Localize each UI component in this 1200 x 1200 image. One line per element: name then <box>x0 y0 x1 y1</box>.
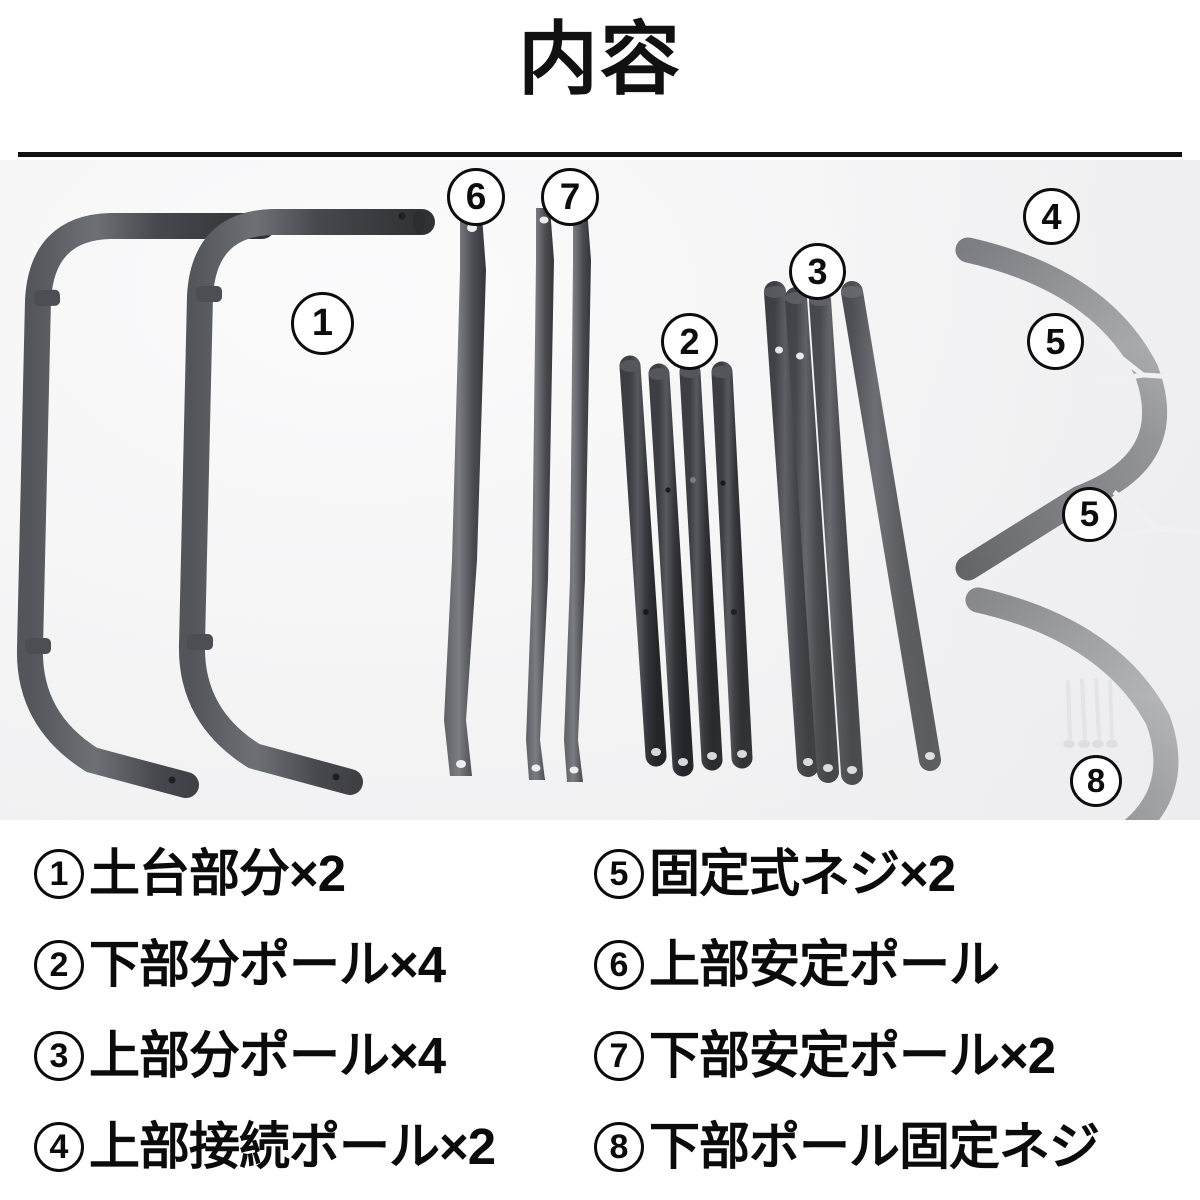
part-base-frame-left <box>16 213 275 798</box>
callout-marker-label: 5 <box>1079 494 1100 534</box>
legend-number-2: 2 <box>34 939 84 990</box>
legend-item-7: 7 下部安定ポール×2 <box>594 1030 1184 1081</box>
part-lower-pole <box>711 361 753 769</box>
legend-item-3: 3 上部分ポール×4 <box>34 1030 594 1081</box>
legend-item-1: 1 土台部分×2 <box>34 848 594 899</box>
part-upper-pole-group <box>764 281 941 785</box>
part-lower-stabilizer-bar-b <box>564 208 591 782</box>
legend-label-2: 下部分ポール×4 <box>89 936 446 993</box>
callout-marker-label: 6 <box>465 176 487 217</box>
callout-marker-6: 6 <box>447 168 505 226</box>
legend-item-5: 5 固定式ネジ×2 <box>594 848 1184 899</box>
legend-number-7: 7 <box>594 1030 644 1081</box>
part-base-frame-right <box>178 209 435 795</box>
callout-marker-label: 1 <box>311 302 334 344</box>
part-upper-pole <box>841 281 941 771</box>
legend-label-1: 土台部分×2 <box>89 845 346 902</box>
parts-illustration <box>16 208 1200 820</box>
part-lower-pole-group <box>619 355 753 777</box>
legend-label-5: 固定式ネジ×2 <box>649 845 956 902</box>
callout-marker-label: 3 <box>807 250 828 292</box>
callout-marker-1: 1 <box>291 292 354 355</box>
callout-marker-3: 3 <box>789 243 846 300</box>
legend-number-6: 6 <box>594 939 644 990</box>
callout-marker-label: 8 <box>1086 762 1106 799</box>
legend-number-1: 1 <box>34 848 84 899</box>
part-upper-connector-pole-bottom <box>965 587 1179 820</box>
part-lower-pole <box>619 355 667 767</box>
part-wing-screw-bottom <box>1112 490 1200 539</box>
legend-label-7: 下部安定ポール×2 <box>649 1027 1056 1084</box>
parts-photo: 1 2 3 4 5 5 6 7 8 <box>0 160 1200 820</box>
callout-marker-label: 4 <box>1041 195 1062 237</box>
legend-label-6: 上部安定ポール <box>649 936 1000 993</box>
part-lower-stabilizer-bar-a <box>526 208 554 780</box>
part-fixing-screw-set <box>1063 678 1118 748</box>
legend-number-5: 5 <box>594 848 644 899</box>
callout-marker-5-top: 5 <box>1027 313 1084 370</box>
legend-number-8: 8 <box>594 1121 644 1172</box>
part-lower-pole <box>648 363 694 777</box>
page-title: 内容 <box>518 15 682 104</box>
part-upper-stabilizer-bar <box>444 216 486 776</box>
legend-label-4: 上部接続ポール×2 <box>89 1118 496 1175</box>
callout-marker-5-bottom: 5 <box>1062 487 1117 542</box>
legend-number-4: 4 <box>34 1121 84 1172</box>
callout-marker-label: 7 <box>559 176 581 217</box>
parts-legend: 1 土台部分×2 5 固定式ネジ×2 2 下部分ポール×4 6 上部安定ポール … <box>0 822 1200 1200</box>
part-wing-screw-top <box>1094 336 1195 385</box>
callout-marker-8: 8 <box>1070 755 1122 807</box>
part-upper-connector-pole-top <box>955 237 1167 581</box>
legend-item-8: 8 下部ポール固定ネジ <box>594 1121 1184 1172</box>
legend-number-3: 3 <box>34 1030 84 1081</box>
legend-label-3: 上部分ポール×4 <box>89 1027 446 1084</box>
callout-marker-7: 7 <box>541 168 599 226</box>
callout-marker-4: 4 <box>1023 188 1080 245</box>
legend-label-8: 下部ポール固定ネジ <box>649 1118 1100 1175</box>
legend-item-4: 4 上部接続ポール×2 <box>34 1121 594 1172</box>
title-divider-rule <box>18 152 1182 157</box>
callout-marker-2: 2 <box>661 313 718 370</box>
legend-grid: 1 土台部分×2 5 固定式ネジ×2 2 下部分ポール×4 6 上部安定ポール … <box>34 828 1184 1192</box>
legend-item-6: 6 上部安定ポール <box>594 939 1184 990</box>
legend-item-2: 2 下部分ポール×4 <box>34 939 594 990</box>
callout-marker-label: 5 <box>1045 320 1066 362</box>
callout-marker-label: 2 <box>679 320 700 362</box>
part-upper-pole <box>764 281 819 777</box>
